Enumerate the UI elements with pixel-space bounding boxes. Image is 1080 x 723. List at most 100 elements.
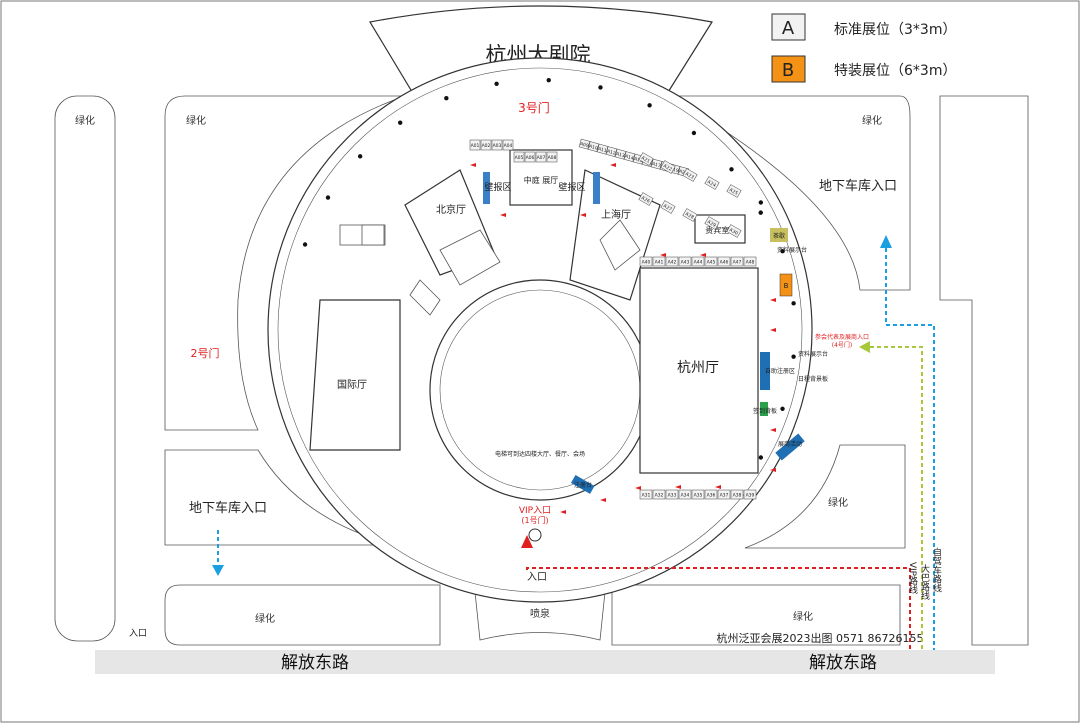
booth-box xyxy=(546,151,558,163)
booth-box xyxy=(652,256,666,267)
booth: A36 xyxy=(704,489,718,500)
booth-label: A19 xyxy=(669,166,679,174)
greenery-label: 绿化 xyxy=(793,610,813,623)
booth-box xyxy=(726,184,742,198)
booth: A33 xyxy=(665,489,679,500)
booth: A42 xyxy=(665,256,679,267)
booth-box xyxy=(704,489,718,500)
pillar xyxy=(494,81,499,86)
booth-label: A07 xyxy=(537,155,546,161)
booth-box xyxy=(587,141,600,152)
booth-label: A23 xyxy=(684,171,695,181)
flow-arrow xyxy=(560,510,566,514)
booth: A07 xyxy=(535,151,547,163)
flow-arrow xyxy=(700,253,706,257)
greenery-bottom-left-2 xyxy=(164,584,441,646)
flow-arrow xyxy=(675,485,681,489)
pillar xyxy=(758,200,764,205)
lobby-label: 中庭 展厅 xyxy=(524,175,559,185)
booth: A28 xyxy=(682,208,698,222)
legend-standard-symbol: A xyxy=(782,18,795,39)
booth: A48 xyxy=(743,256,757,267)
booth-box xyxy=(524,151,536,163)
self-drive-route-line xyxy=(885,248,935,650)
lecture-label: 展商活动 xyxy=(778,440,802,448)
booth-label: A31 xyxy=(642,493,651,499)
pillar xyxy=(780,406,785,411)
info-desk-label: 资料展示台 xyxy=(777,246,807,254)
vip-gate1-label: (1号门) xyxy=(521,515,548,525)
beijing-hall-label: 北京厅 xyxy=(436,203,466,216)
booth-label: A20 xyxy=(678,169,688,177)
booth: A44 xyxy=(691,256,705,267)
main-hall-inner-ring xyxy=(277,67,803,593)
booth: A47 xyxy=(730,256,744,267)
booth-box xyxy=(691,489,705,500)
pillar xyxy=(444,96,449,101)
booth: A02 xyxy=(480,139,492,151)
booth: A37 xyxy=(717,489,731,500)
lift-note: 电梯可到达四楼大厅、餐厅、会场 xyxy=(495,450,585,458)
booth: A39 xyxy=(743,489,757,500)
room-block xyxy=(599,219,641,271)
booth: A25 xyxy=(726,184,742,198)
gate3-label: 3号门 xyxy=(518,100,550,115)
reg-gate-label: (4号门) xyxy=(832,341,853,349)
booth: A01 xyxy=(469,139,481,151)
international-hall-label: 国际厅 xyxy=(337,379,367,391)
pillar xyxy=(758,210,763,215)
greenery-label: 绿化 xyxy=(186,114,206,127)
pillar xyxy=(791,354,796,359)
booth-label: A43 xyxy=(681,260,690,266)
booth-label: A25 xyxy=(728,187,739,197)
flow-arrow xyxy=(580,213,586,217)
legend-special-label: 特装展位（6*3m） xyxy=(834,63,956,79)
booth-box xyxy=(704,176,720,190)
pillar xyxy=(598,85,603,90)
booth-label: A04 xyxy=(504,143,513,149)
booth-box xyxy=(513,151,525,163)
booth: A12 xyxy=(605,146,618,157)
pillar xyxy=(546,77,551,83)
booth: A09 xyxy=(578,138,591,150)
booth-box xyxy=(535,151,547,163)
booth-label: A42 xyxy=(668,260,677,266)
booth: A40 xyxy=(639,256,653,267)
legend-standard-label: 标准展位（3*3m） xyxy=(834,22,956,38)
booth-label: A30 xyxy=(728,227,739,237)
booth-label: A14 xyxy=(624,154,634,162)
booth-label: A27 xyxy=(662,203,673,213)
booth-label: A46 xyxy=(720,260,729,266)
booth-label: A01 xyxy=(471,143,480,149)
booth-box xyxy=(678,256,692,267)
booth-box xyxy=(639,489,653,500)
vip-entrance-label: VIP入口 xyxy=(519,505,551,516)
flow-arrow xyxy=(610,163,616,167)
pillar xyxy=(729,167,734,172)
pillar xyxy=(302,242,308,247)
booth-label: A05 xyxy=(515,155,524,161)
booth-label: A06 xyxy=(526,155,535,161)
vip-route-line xyxy=(526,567,911,650)
tea-area xyxy=(770,228,788,242)
legend-special-swatch xyxy=(771,55,806,83)
parking-right-label: 地下车库入口 xyxy=(819,178,897,194)
reg-area-label: 参会代表及展商入口 xyxy=(815,333,869,341)
booth-label: A09 xyxy=(579,141,589,149)
pillar xyxy=(647,103,652,108)
booth-box xyxy=(638,152,654,166)
booth-box xyxy=(682,168,698,182)
booth-label: A33 xyxy=(668,493,677,499)
self-drive-route-arrowhead xyxy=(880,235,892,248)
booth: A32 xyxy=(652,489,666,500)
photo-board xyxy=(760,402,768,416)
booth-label: A11 xyxy=(597,146,607,154)
booth-label: A02 xyxy=(482,143,491,149)
booth-label: A47 xyxy=(733,260,742,266)
checkin-desk xyxy=(760,352,770,390)
booth-box xyxy=(717,256,731,267)
